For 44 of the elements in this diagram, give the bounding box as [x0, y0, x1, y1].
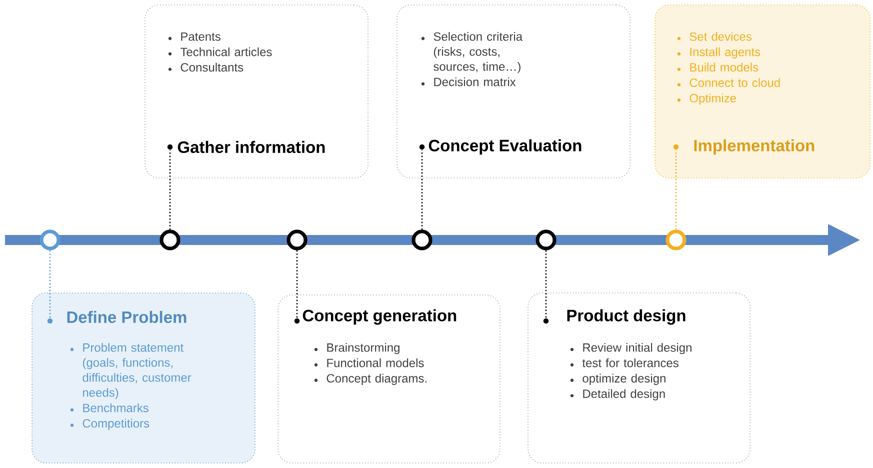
step-box	[528, 292, 750, 464]
bullet-item: Consultants	[168, 62, 244, 72]
leader-line	[545, 250, 547, 318]
step-heading: Gather information	[178, 140, 325, 154]
bullet-item: Benchmarks	[70, 403, 148, 412]
leader-line	[49, 250, 51, 318]
leader-line	[421, 150, 423, 230]
leader-line	[169, 150, 171, 230]
bullet-item: Brainstorming	[314, 343, 400, 354]
bullet-item: Technical articles	[168, 47, 272, 56]
timeline-circle	[666, 230, 686, 250]
bullet-item: Connect to cloud	[677, 78, 780, 87]
timeline-circle	[160, 230, 180, 250]
step-heading: Concept Evaluation	[428, 139, 582, 155]
leader-line	[675, 150, 677, 230]
bullet-item: Install agents	[677, 47, 760, 59]
bullet-item: Set devices	[677, 32, 752, 41]
bullet-item: optimize design	[570, 374, 666, 385]
step-box	[654, 4, 870, 178]
bullet-item: Optimize	[677, 94, 736, 105]
step-heading: Product design	[567, 309, 686, 325]
step-box	[278, 294, 500, 464]
bullet-item: Decision matrix	[421, 77, 516, 86]
step-box	[144, 4, 368, 178]
bullet-item: test for tolerances	[570, 358, 678, 368]
bullet-item: Concept diagrams.	[314, 374, 426, 385]
step-box	[32, 292, 256, 464]
bullet-item: Selection criteria (risks, costs, sources, time…)	[421, 32, 523, 74]
bullet-item: Functional models	[314, 358, 424, 368]
bullet-item: Problem statement (goals, functions, difficulties, customer needs)	[70, 343, 192, 400]
step-heading: Define Problem	[67, 310, 186, 324]
timeline-circle	[536, 230, 556, 250]
step-box	[396, 4, 630, 178]
bullet-item: Detailed design	[570, 389, 665, 400]
step-heading: Concept generation	[302, 309, 456, 325]
leader-line	[296, 250, 298, 318]
timeline-circle	[286, 230, 308, 250]
timeline-circle	[412, 230, 432, 250]
bullet-item: Review initial design	[570, 343, 692, 354]
step-heading: Implementation	[694, 139, 814, 155]
timeline-circle	[40, 230, 60, 250]
bullet-item: Build models	[677, 62, 758, 72]
bullet-item: Patents	[168, 32, 220, 41]
bullet-item: Competitiors	[70, 418, 150, 430]
